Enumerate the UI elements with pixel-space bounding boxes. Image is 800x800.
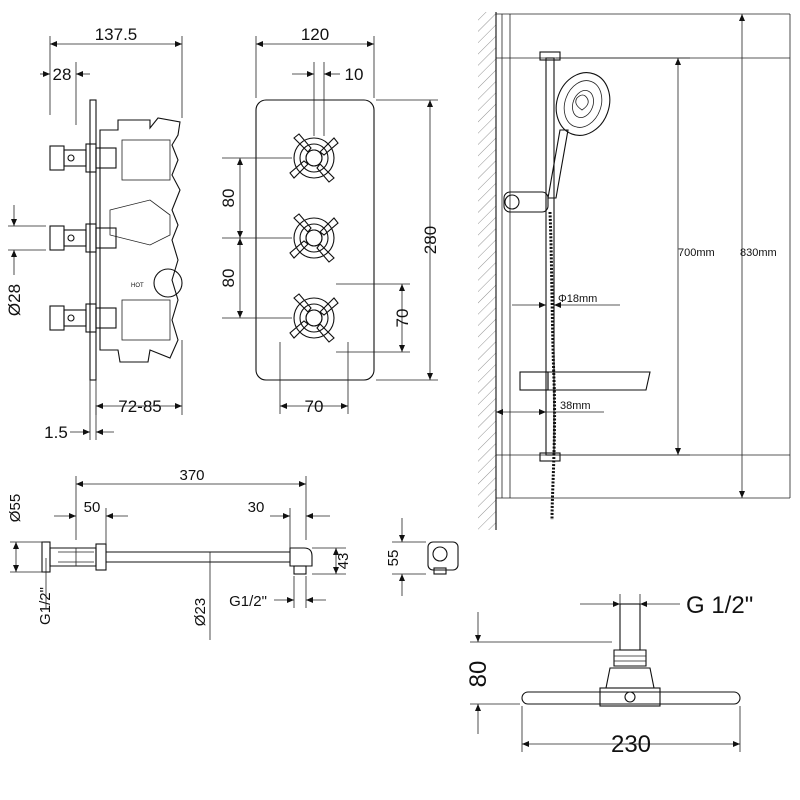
dim-thread-left: G1/2" bbox=[37, 587, 54, 625]
dim-spindle-offset: 10 bbox=[345, 65, 364, 84]
dim-elbow-height: 43 bbox=[335, 553, 352, 570]
dim-outlet-height: 55 bbox=[385, 550, 402, 567]
dim-head-height: 80 bbox=[465, 661, 492, 688]
dim-overall-depth: 137.5 bbox=[95, 25, 138, 44]
shower-hose bbox=[548, 211, 557, 521]
shower-arm-view: 370 50 30 Ø55 G1/2" Ø23 G1/2" 43 bbox=[7, 467, 352, 640]
shower-handset-head bbox=[555, 72, 611, 136]
valve-side-view: HOT 137.5 28 Ø28 72-85 1.5 bbox=[5, 25, 183, 442]
wall-outlet-view: 55 bbox=[385, 518, 459, 596]
dim-flange-diameter: Ø55 bbox=[7, 494, 24, 522]
dim-flange-depth: 50 bbox=[84, 499, 101, 516]
head-plate bbox=[521, 691, 741, 705]
dim-head-thread: G 1/2" bbox=[686, 592, 753, 619]
dim-handle-diameter: Ø28 bbox=[5, 284, 24, 316]
valve-front-view: 120 10 80 80 280 70 70 bbox=[219, 25, 440, 416]
rail-bar bbox=[545, 57, 555, 456]
soap-dish bbox=[547, 371, 651, 391]
dim-inner-length: 700mm bbox=[678, 247, 715, 259]
hot-indicator bbox=[153, 268, 183, 298]
dim-plate-thickness: 1.5 bbox=[44, 423, 68, 442]
dim-handle-height: 70 bbox=[393, 309, 412, 328]
dim-handle-depth: 28 bbox=[53, 65, 72, 84]
shower-head-view: G 1/2" 80 230 bbox=[465, 592, 753, 758]
dim-elbow-depth: 30 bbox=[248, 499, 265, 516]
dim-overall-length: 830mm bbox=[740, 247, 777, 259]
dim-arm-diameter: Ø23 bbox=[192, 598, 209, 626]
hot-label: HOT bbox=[131, 283, 144, 289]
wall-hatch bbox=[478, 12, 496, 530]
dim-plate-width: 120 bbox=[301, 25, 329, 44]
dim-arm-length: 370 bbox=[179, 467, 204, 484]
dim-wall-offset: 38mm bbox=[560, 400, 591, 412]
head-pipe bbox=[619, 603, 641, 651]
valve-body bbox=[99, 117, 181, 363]
dim-plate-height: 280 bbox=[421, 226, 440, 254]
slide-rail-view: 700mm 830mm Φ18mm 38mm bbox=[478, 12, 791, 530]
wall-plate bbox=[89, 99, 97, 381]
dim-rail-diameter: Φ18mm bbox=[558, 293, 597, 305]
front-plate bbox=[255, 99, 375, 381]
arm-elbow bbox=[289, 547, 313, 567]
wall-outlet bbox=[427, 541, 459, 571]
dim-handle-width: 70 bbox=[305, 397, 324, 416]
slider-bracket bbox=[503, 191, 549, 213]
dim-spacing-lower: 80 bbox=[219, 269, 238, 288]
handset bbox=[547, 129, 569, 199]
dim-thread-right: G1/2" bbox=[229, 593, 267, 610]
dim-spacing-upper: 80 bbox=[219, 189, 238, 208]
dim-head-diameter: 230 bbox=[611, 731, 651, 758]
dim-body-depth: 72-85 bbox=[118, 397, 161, 416]
